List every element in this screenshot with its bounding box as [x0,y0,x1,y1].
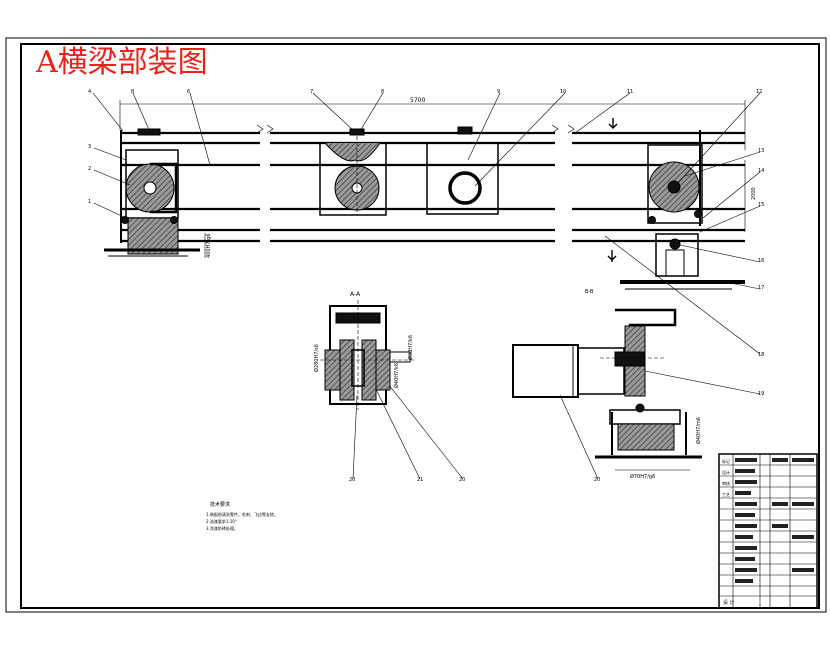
svg-text:20: 20 [594,477,600,483]
svg-text:3.涂漆防锈处理。: 3.涂漆防锈处理。 [206,525,238,531]
svg-text:8: 8 [381,89,384,95]
svg-text:2: 2 [88,166,91,172]
svg-text:10: 10 [560,89,566,95]
svg-text:7: 7 [310,89,313,95]
svg-text:2.油漆要求1:10°: 2.油漆要求1:10° [206,518,237,524]
svg-text:12: 12 [756,89,762,95]
drawing-title: A横梁部装图 [35,45,208,80]
inner-border [20,43,820,609]
leader-lines [92,92,761,480]
svg-text:20: 20 [459,477,465,483]
svg-text:13: 13 [758,148,764,154]
section-view-b: B-B Ø70H7/g6 Ø40H7/m6 [512,289,702,480]
svg-text:9: 9 [497,89,500,95]
overall-dimension: 5700 [410,97,425,104]
svg-text:14: 14 [758,168,764,174]
svg-text:B-B: B-B [585,289,594,295]
svg-text:19: 19 [758,391,764,397]
outer-border [5,37,827,613]
beam-main-view: 5700 2000 400H7/g6 [104,97,757,290]
svg-text:设计: 设计 [722,469,730,475]
dim-small-1: 400H7/g6 [206,233,212,258]
svg-text:4: 4 [88,89,91,95]
svg-text:标记: 标记 [722,458,730,464]
svg-text:17: 17 [758,285,764,291]
svg-text:技术要求: 技术要求 [210,501,230,508]
height-dimension: 2000 [751,187,757,200]
svg-text:8: 8 [131,89,134,95]
section-view-a: A-A Ø280H7/s6 Ø40H7/k6 Ø38H7/k6 [313,291,415,410]
balloon-labels: 4 8 6 7 8 9 10 11 12 3 2 1 13 14 15 16 1… [88,89,764,483]
svg-text:18: 18 [758,352,764,358]
svg-text:A-A: A-A [350,291,361,298]
svg-text:Ø38H7/k6: Ø38H7/k6 [407,335,414,360]
svg-text:设 计: 设 计 [723,599,735,606]
svg-text:审核: 审核 [722,480,730,486]
svg-text:Ø40H7/m6: Ø40H7/m6 [695,417,702,444]
svg-text:1.装配前清洗零件，毛刺、飞边等去除。: 1.装配前清洗零件，毛刺、飞边等去除。 [206,511,278,517]
svg-text:Ø40H7/k6: Ø40H7/k6 [393,363,400,388]
svg-text:1: 1 [88,199,91,205]
svg-text:工艺: 工艺 [722,492,730,497]
svg-text:21: 21 [417,477,423,483]
technical-notes: 技术要求 1.装配前清洗零件，毛刺、飞边等去除。 2.油漆要求1:10° 3.涂… [206,501,278,531]
svg-text:11: 11 [627,89,633,95]
svg-text:3: 3 [88,144,91,150]
svg-text:Ø280H7/s6: Ø280H7/s6 [313,344,320,372]
title-block: 标记 设计 审核 工艺 设 计 [718,453,818,609]
svg-text:16: 16 [758,258,764,264]
svg-text:15: 15 [758,202,764,208]
svg-text:Ø70H7/g6: Ø70H7/g6 [630,473,655,480]
svg-text:20: 20 [349,477,355,483]
svg-text:6: 6 [187,89,190,95]
